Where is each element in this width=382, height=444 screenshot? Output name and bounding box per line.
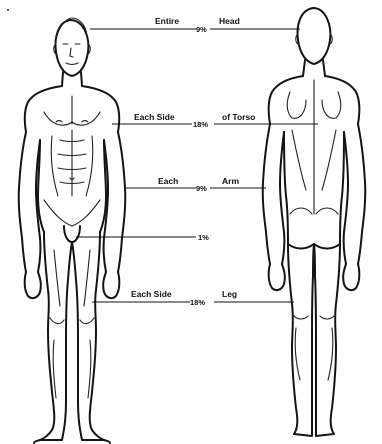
stray-dot	[7, 9, 9, 11]
label-leg-left: Each Side	[131, 289, 172, 299]
label-leg-pct: 18%	[190, 298, 205, 307]
label-arm-right: Arm	[222, 176, 239, 186]
back-body-figure	[263, 8, 366, 436]
front-body-figure	[19, 18, 126, 443]
label-leg-right: Leg	[222, 289, 237, 299]
label-groin-pct: 1%	[198, 233, 209, 242]
labels: Entire 9% Head Each Side 18% of Torso Ea…	[131, 16, 255, 307]
label-head-right: Head	[219, 16, 240, 26]
label-torso-right: of Torso	[222, 112, 255, 122]
label-head-left: Entire	[155, 16, 179, 26]
label-torso-left: Each Side	[134, 112, 175, 122]
label-head-pct: 9%	[196, 25, 207, 34]
label-torso-pct: 18%	[193, 120, 208, 129]
label-arm-left: Each	[158, 176, 178, 186]
label-arm-pct: 9%	[196, 184, 207, 193]
